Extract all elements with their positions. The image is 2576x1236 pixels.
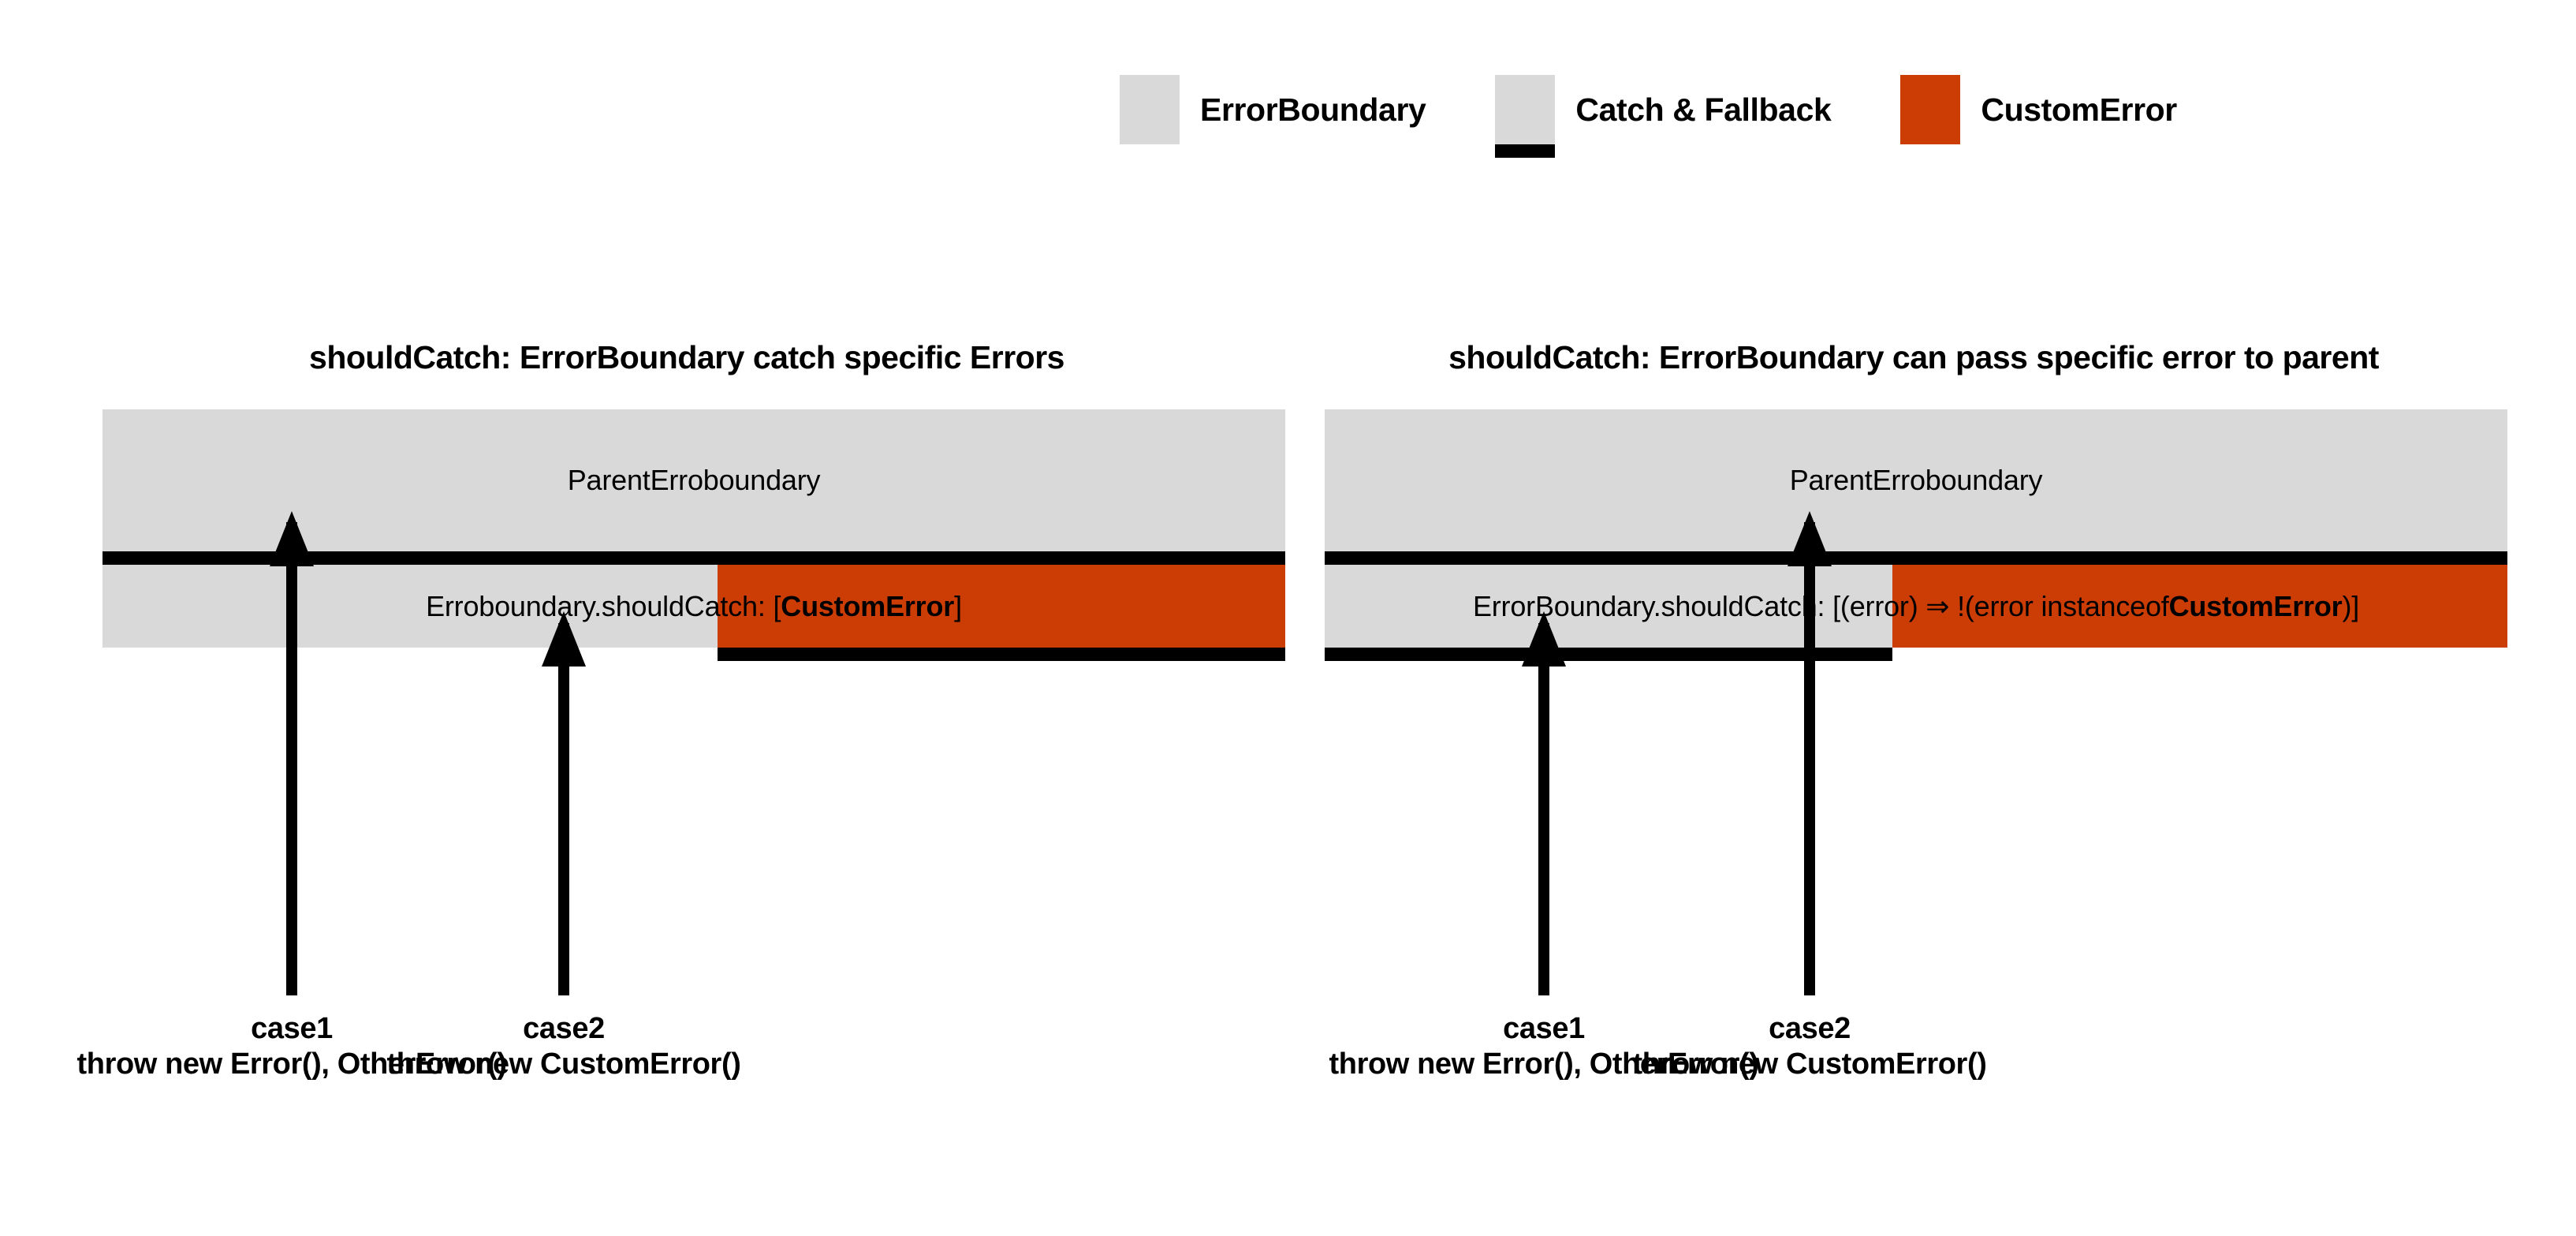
bottom-bar-wrap [103,648,1285,661]
bottom-catch-bar [1325,648,1892,661]
boundary-stack: ParentErroboundary ErrorBoundary.shouldC… [1325,409,2507,661]
child-errorboundary-box: ErrorBoundary.shouldCatch: [(error) ⇒ !(… [1325,565,2507,648]
parent-errorboundary-box: ParentErroboundary [1325,409,2507,551]
caption-case1: case1 throw new Error(), OtherError() [1329,1011,1759,1082]
caption-case1-line2: throw new Error(), OtherError() [76,1047,507,1081]
orange-square-swatch-icon [1900,75,1961,144]
arrow-case2 [542,611,586,995]
top-divider-bar [103,551,1285,565]
legend-item-customerror: CustomError [1900,75,2177,144]
parent-errorboundary-label: ParentErroboundary [567,464,821,496]
panel-title: shouldCatch: ErrorBoundary can pass spec… [1448,339,2379,375]
parent-errorboundary-label: ParentErroboundary [1789,464,2043,496]
legend-label-catch-fallback: Catch & Fallback [1575,91,1832,128]
child-segment-orange [1892,565,2507,648]
legend-item-errorboundary: ErrorBoundary [1120,75,1426,144]
caption-case2-line1: case2 [523,1012,605,1045]
caption-case2-line2: throw new CustomError() [386,1047,741,1081]
panel-shouldcatch-pass-to-parent: shouldCatch: ErrorBoundary can pass spec… [1325,339,2507,1081]
caption-case1-line1: case1 [1503,1012,1585,1045]
parent-errorboundary-box: ParentErroboundary [103,409,1285,551]
child-segment-gray [103,565,718,648]
caption-case2-line1: case2 [1769,1012,1851,1045]
boundary-stack: ParentErroboundary Erroboundary.shouldCa… [103,409,1285,661]
gray-square-swatch-icon [1120,75,1180,144]
caption-case2: case2 throw new CustomError() [387,1011,741,1082]
top-divider-bar [1325,551,2507,565]
bottom-bar-wrap [1325,648,2507,661]
legend-item-catch-fallback: Catch & Fallback [1495,75,1832,158]
gray-square-with-black-bar-swatch-icon [1495,75,1556,158]
caption-case2: case2 throw new CustomError() [1633,1011,1987,1082]
panel-shouldcatch-specific-errors: shouldCatch: ErrorBoundary catch specifi… [77,339,1285,1081]
child-segment-gray [1325,565,1892,648]
arrow-case1 [1522,611,1566,995]
legend: ErrorBoundary Catch & Fallback CustomErr… [1120,75,2177,158]
child-errorboundary-box: Erroboundary.shouldCatch: [CustomError] [103,565,1285,648]
legend-label-errorboundary: ErrorBoundary [1200,91,1426,128]
child-segment-orange [718,565,1285,648]
caption-case1-line1: case1 [251,1012,333,1045]
caption-case1: case1 throw new Error(), OtherError() [77,1011,507,1082]
bottom-catch-bar [718,648,1285,661]
legend-label-customerror: CustomError [1981,91,2177,128]
caption-case1-line2: throw new Error(), OtherError() [1329,1047,1759,1081]
caption-case2-line2: throw new CustomError() [1632,1047,1987,1081]
panel-title: shouldCatch: ErrorBoundary catch specifi… [309,339,1064,375]
